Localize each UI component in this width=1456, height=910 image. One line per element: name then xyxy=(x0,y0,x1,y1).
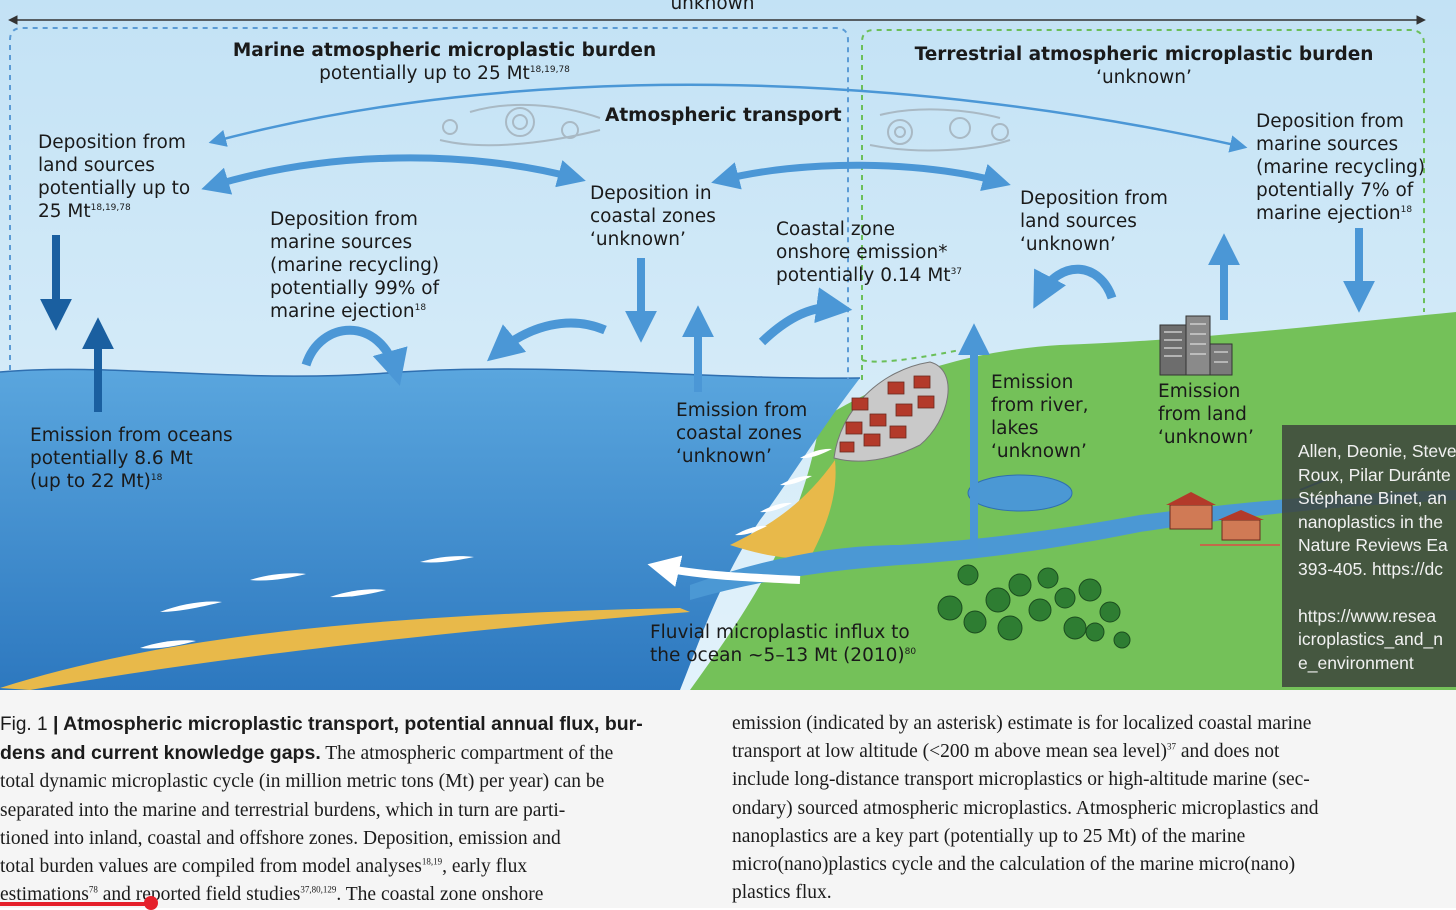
emission-oceans-label: Emission from oceans potentially 8.6 Mt … xyxy=(30,425,233,492)
trees xyxy=(937,564,1131,649)
top-header-label: unknown xyxy=(670,0,755,14)
video-progress-handle[interactable] xyxy=(144,896,158,910)
caption-left-column: Fig. 1 | Atmospheric microplastic transp… xyxy=(0,713,643,906)
terrestrial-burden-box xyxy=(861,29,1425,380)
video-progress-bar[interactable] xyxy=(0,902,152,906)
figure-label: Fig. 1 xyxy=(0,714,48,735)
marine-burden-subtitle: potentially up to 25 Mt18,19,78 xyxy=(319,63,570,84)
beach-coast xyxy=(730,460,836,559)
farm-houses xyxy=(1166,492,1280,546)
deposition-marine-sources-left-label: Deposition from marine sources (marine r… xyxy=(270,209,440,322)
beach-bottom xyxy=(0,608,690,690)
emission-land-label: Emission from land ‘unknown’ xyxy=(1158,381,1254,448)
land-coastal-double-arrow xyxy=(201,154,586,195)
ocean-foam xyxy=(140,448,832,649)
coastal-arc-left xyxy=(486,318,607,362)
fluvial-influx-arrow xyxy=(647,555,801,587)
deposition-land-sources-left-label: Deposition from land sources potentially… xyxy=(38,132,191,222)
terrestrial-burden-title: Terrestrial atmospheric microplastic bur… xyxy=(914,44,1374,65)
emission-coastal-label: Emission from coastal zones ‘unknown’ xyxy=(676,400,808,467)
diagram-graphics xyxy=(0,0,1456,690)
lake xyxy=(967,474,1073,512)
emission-river-lakes-label: Emission from river, lakes ‘unknown’ xyxy=(991,372,1089,462)
marine-burden-title: Marine atmospheric microplastic burden xyxy=(232,40,657,61)
city-buildings xyxy=(1159,315,1233,376)
figure-caption: Fig. 1 | Atmospheric microplastic transp… xyxy=(0,690,1456,908)
coastal-terrestrial-double-arrow xyxy=(711,161,1011,192)
terrestrial-burden-subtitle: ‘unknown’ xyxy=(1096,67,1192,88)
marine-recycling-arrow-left xyxy=(301,325,408,386)
coastal-onshore-emission-label: Coastal zone onshore emission* potential… xyxy=(776,219,963,286)
citation-link[interactable]: https://www.resea xyxy=(1298,605,1437,626)
onshore-emission-arc xyxy=(758,287,853,346)
atmospheric-transport-arrow xyxy=(208,83,1248,153)
atmospheric-transport-label: Atmospheric transport xyxy=(605,105,842,126)
terrestrial-recycling-arc xyxy=(1033,264,1117,309)
fluvial-influx-label: Fluvial microplastic influx to the ocean… xyxy=(650,622,917,666)
microplastic-cycle-diagram: unknown Marine atmospheric microplastic … xyxy=(0,0,1456,690)
deposition-coastal-label: Deposition in coastal zones ‘unknown’ xyxy=(590,183,716,250)
citation-overlay: Allen, Deonie, Steve Roux, Pilar Duránte… xyxy=(1282,425,1456,687)
deposition-land-sources-right-label: Deposition from land sources ‘unknown’ xyxy=(1020,188,1168,255)
deposition-marine-sources-right-label: Deposition from marine sources (marine r… xyxy=(1256,111,1426,224)
marine-burden-box xyxy=(9,27,849,380)
caption-right-column: emission (indicated by an asterisk) esti… xyxy=(732,713,1319,904)
